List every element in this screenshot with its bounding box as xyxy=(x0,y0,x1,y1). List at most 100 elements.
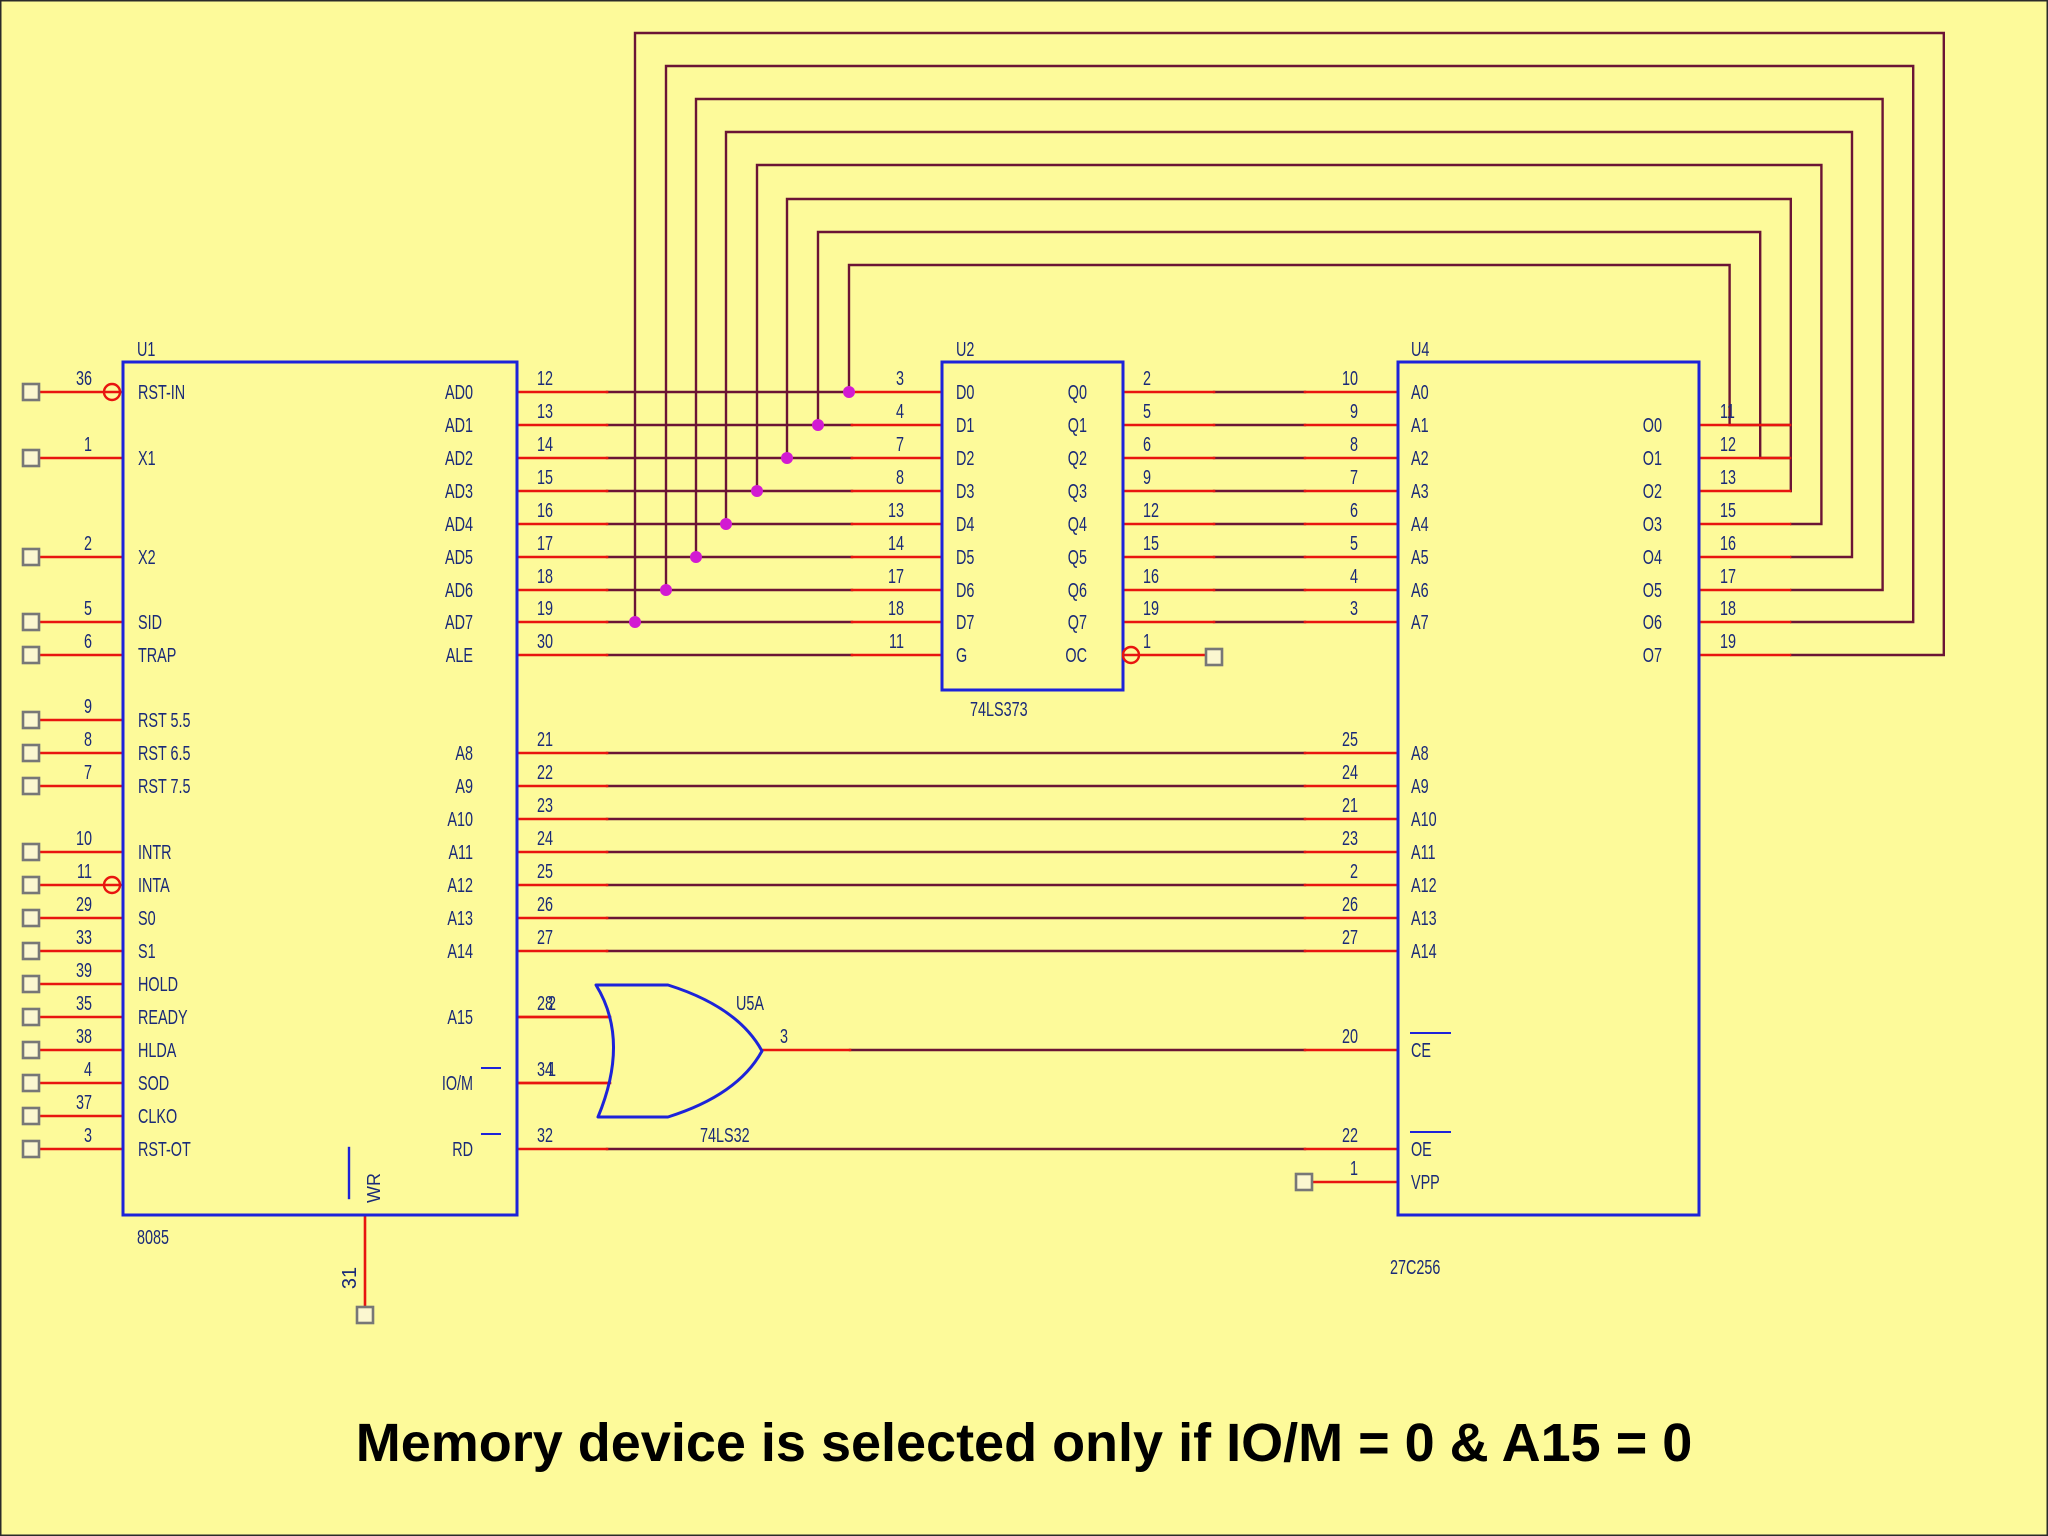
u2-pin-num-d0: 3 xyxy=(896,367,904,390)
u1-pin-num-ad4: 16 xyxy=(537,499,553,522)
u1-pin-num-rst-ot: 3 xyxy=(84,1124,92,1147)
u4-pin-num-o4: 16 xyxy=(1720,532,1736,555)
u1-pin-name-rd: RD xyxy=(452,1138,473,1161)
junction-ad5 xyxy=(690,551,702,563)
u1-pin-num-intr: 10 xyxy=(76,827,92,850)
u1-pin-name-ad6: AD6 xyxy=(445,579,473,602)
u1-pin-name-rst-in: RST-IN xyxy=(138,381,185,404)
u1-pin-num-ad2: 14 xyxy=(537,433,553,456)
u1-terminal-sid xyxy=(21,612,41,632)
junction-ad7 xyxy=(629,616,641,628)
u1-pin-name-ale: ALE xyxy=(446,644,473,667)
junction-ad4 xyxy=(720,518,732,530)
u4-pin-num-oe: 22 xyxy=(1342,1124,1358,1147)
schematic-caption: Memory device is selected only if IO/M =… xyxy=(355,1413,1693,1473)
u1-pin-num-clko: 37 xyxy=(76,1091,92,1114)
u4-pin-num-a9: 24 xyxy=(1342,761,1358,784)
u4-pin-name-a14: A14 xyxy=(1411,940,1437,963)
u2-pin-name-q3: Q3 xyxy=(1068,480,1087,503)
u1-pin-name-hlda: HLDA xyxy=(138,1039,177,1062)
u4-pin-num-vpp: 1 xyxy=(1350,1157,1358,1180)
u1-pin-name-rst-5-5: RST 5.5 xyxy=(138,709,190,732)
u1-pin-name-rst-6-5: RST 6.5 xyxy=(138,742,190,765)
junction-ad3 xyxy=(751,485,763,497)
u4-pin-num-a10: 21 xyxy=(1342,794,1358,817)
u1-pin-name-a15: A15 xyxy=(447,1006,473,1029)
u1-pin-num-rst-5-5: 9 xyxy=(84,695,92,718)
u1-pin-num-sid: 5 xyxy=(84,597,92,620)
u1-pin-name-a10: A10 xyxy=(447,808,473,831)
u4-pin-num-a13: 26 xyxy=(1342,893,1358,916)
u1-terminal-wr xyxy=(355,1305,375,1325)
u4-pin-name-a1: A1 xyxy=(1411,414,1429,437)
u4-pin-num-a2: 8 xyxy=(1350,433,1358,456)
u1-pin-num-a14: 27 xyxy=(537,926,553,949)
u4-ref: U4 xyxy=(1411,338,1430,361)
u1-ref: U1 xyxy=(137,338,155,361)
u1-bubble-inta xyxy=(102,875,122,895)
u1-part: 8085 xyxy=(137,1226,169,1249)
u1-pin-num-rst-in: 36 xyxy=(76,367,92,390)
u1-pin-name-clko: CLKO xyxy=(138,1105,177,1128)
u4-pin-name-a11: A11 xyxy=(1411,841,1436,864)
u4-pin-name-a5: A5 xyxy=(1411,546,1429,569)
u2-pin-num-d3: 8 xyxy=(896,466,904,489)
u4-pin-name-o4: O4 xyxy=(1643,546,1662,569)
u4-pin-num-a1: 9 xyxy=(1350,400,1358,423)
u2-pin-num-q7: 19 xyxy=(1143,597,1159,620)
u4-pin-num-o0: 11 xyxy=(1720,400,1735,423)
u1-pin-num-ad1: 13 xyxy=(537,400,553,423)
u4-pin-num-a6: 4 xyxy=(1350,565,1358,588)
u4-pin-name-a7: A7 xyxy=(1411,611,1429,634)
u1-terminal-clko xyxy=(21,1106,41,1126)
u4-pin-name-a12: A12 xyxy=(1411,874,1437,897)
u4-body xyxy=(1396,360,1701,1217)
u1-pin-num-ad7: 19 xyxy=(537,597,553,620)
wire-o3-loop xyxy=(755,163,1823,526)
u1-terminal-s0 xyxy=(21,908,41,928)
u1-terminal-rst-6-5 xyxy=(21,743,41,763)
u1-pin-name-ad4: AD4 xyxy=(445,513,473,536)
u1-pin-num-a9: 22 xyxy=(537,761,553,784)
u1-bubble-rst-in xyxy=(102,382,122,402)
u1-pin-num-io-m: 34 xyxy=(537,1058,553,1081)
u1-terminal-x1 xyxy=(21,448,41,468)
u1-pin-name-ad5: AD5 xyxy=(445,546,473,569)
chips-layer xyxy=(121,360,1701,1217)
u1-pin-name-a8: A8 xyxy=(455,742,473,765)
u4-pin-name-oe: OE xyxy=(1411,1138,1432,1161)
u1-pin-num-hold: 39 xyxy=(76,959,92,982)
u1-pin-num-ad0: 12 xyxy=(537,367,553,390)
u2-pin-num-q5: 15 xyxy=(1143,532,1159,555)
junction-ad6 xyxy=(660,584,672,596)
u1-pin-name-ad2: AD2 xyxy=(445,447,473,470)
u2-bubble-oc xyxy=(1121,645,1141,665)
u4-pin-name-o7: O7 xyxy=(1643,644,1662,667)
u2-pin-name-d3: D3 xyxy=(956,480,974,503)
u1-pin-num-ready: 35 xyxy=(76,992,92,1015)
u1-pin-num-rst-6-5: 8 xyxy=(84,728,92,751)
u1-pin-name-a14: A14 xyxy=(447,940,473,963)
u1-pin-name-wr: WR xyxy=(364,1173,384,1203)
u4-pin-num-o3: 15 xyxy=(1720,499,1736,522)
u1-pin-name-ad1: AD1 xyxy=(445,414,473,437)
u4-pin-name-o0: O0 xyxy=(1643,414,1662,437)
u2-pin-name-d0: D0 xyxy=(956,381,974,404)
u2-pin-name-q4: Q4 xyxy=(1068,513,1087,536)
u2-pin-num-d6: 17 xyxy=(888,565,904,588)
u1-pin-num-rd: 32 xyxy=(537,1124,553,1147)
u2-pin-num-q3: 9 xyxy=(1143,466,1151,489)
u2-part: 74LS373 xyxy=(970,698,1028,721)
u2-pin-name-d2: D2 xyxy=(956,447,974,470)
u1-pin-num-a12: 25 xyxy=(537,860,553,883)
u2-pin-num-q4: 12 xyxy=(1143,499,1159,522)
u1-pin-name-x2: X2 xyxy=(138,546,156,569)
u1-pin-num-hlda: 38 xyxy=(76,1025,92,1048)
u1-pin-name-rst-7-5: RST 7.5 xyxy=(138,775,190,798)
u4-pin-name-a2: A2 xyxy=(1411,447,1429,470)
u1-pin-num-s1: 33 xyxy=(76,926,92,949)
u1-pin-num-ad3: 15 xyxy=(537,466,553,489)
u1-pin-num-a10: 23 xyxy=(537,794,553,817)
